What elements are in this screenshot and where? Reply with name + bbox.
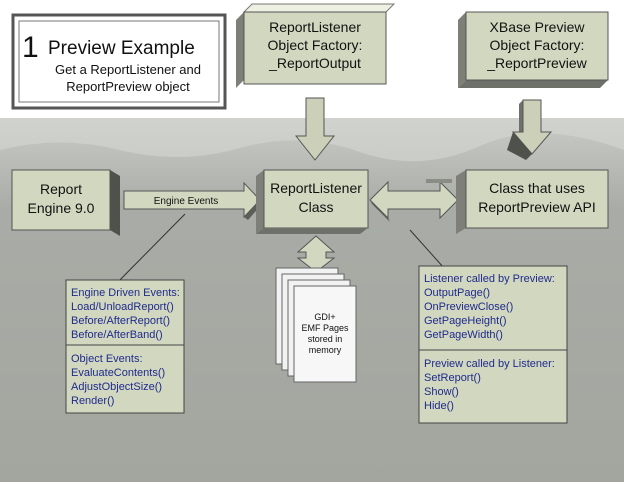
listener-class-box: ReportListener Class <box>256 169 369 234</box>
listener-called-header: Listener called by Preview: <box>424 273 555 285</box>
listener-called-item: GetPageWidth() <box>424 329 503 341</box>
engine-driven-item: Before/AfterReport() <box>71 315 170 327</box>
factory-left-line1: ReportListener <box>269 19 361 35</box>
preview-called-item: Hide() <box>424 400 454 412</box>
engine-line2: Engine 9.0 <box>28 200 95 216</box>
title-box: 1 Preview Example Get a ReportListener a… <box>11 13 227 110</box>
title-subtitle-2: ReportPreview object <box>66 79 190 94</box>
object-events-header: Object Events: <box>71 353 143 365</box>
factory-left-line2: Object Factory: <box>268 37 363 53</box>
object-events-item: EvaluateContents() <box>71 367 165 379</box>
engine-driven-header: Engine Driven Events: <box>71 287 180 299</box>
factory-right-line3: _ReportPreview <box>486 55 587 71</box>
report-output-factory: ReportListener Object Factory: _ReportOu… <box>236 3 396 88</box>
listener-class-line2: Class <box>298 199 333 215</box>
down-arrow-left <box>294 97 336 161</box>
listener-class-line1: ReportListener <box>270 180 362 196</box>
preview-called-item: Show() <box>424 386 459 398</box>
preview-called-header: Preview called by Listener: <box>424 358 555 370</box>
callout-line-engine <box>109 213 186 291</box>
listener-called-item: OutputPage() <box>424 287 490 299</box>
callout-line-listener <box>409 229 445 269</box>
listener-called-item: OnPreviewClose() <box>424 301 513 313</box>
report-engine-box: Report Engine 9.0 <box>11 169 120 236</box>
engine-events-label: Engine Events <box>154 196 219 207</box>
pages-line1: GDI+ <box>314 312 335 322</box>
preview-api-box: Class that uses ReportPreview API <box>456 169 609 234</box>
pages-line4: memory <box>309 345 342 355</box>
object-events-item: Render() <box>71 395 114 407</box>
preview-api-line2: ReportPreview API <box>478 199 596 215</box>
title-text: Preview Example <box>48 38 195 59</box>
title-number: 1 <box>22 31 39 64</box>
engine-line1: Report <box>40 181 82 197</box>
title-subtitle-1: Get a ReportListener and <box>55 62 201 77</box>
engine-driven-item: Load/UnloadReport() <box>71 301 174 313</box>
emf-pages-stack: GDI+ EMF Pages stored in memory <box>275 267 357 383</box>
report-preview-factory: XBase Preview Object Factory: _ReportPre… <box>458 11 609 88</box>
factory-left-line3: _ReportOutput <box>268 55 361 71</box>
down-arrow-right <box>507 99 553 160</box>
preview-api-line1: Class that uses <box>489 180 585 196</box>
factory-right-line1: XBase Preview <box>490 19 586 35</box>
preview-called-item: SetReport() <box>424 372 481 384</box>
listener-preview-callout: Listener called by Preview: OutputPage()… <box>418 265 568 424</box>
engine-events-callout: Engine Driven Events: Load/UnloadReport(… <box>65 279 185 414</box>
object-events-item: AdjustObjectSize() <box>71 381 162 393</box>
engine-driven-item: Before/AfterBand() <box>71 329 163 341</box>
factory-right-line2: Object Factory: <box>490 37 585 53</box>
pages-line3: stored in <box>308 334 343 344</box>
pages-line2: EMF Pages <box>301 323 349 333</box>
listener-called-item: GetPageHeight() <box>424 315 507 327</box>
